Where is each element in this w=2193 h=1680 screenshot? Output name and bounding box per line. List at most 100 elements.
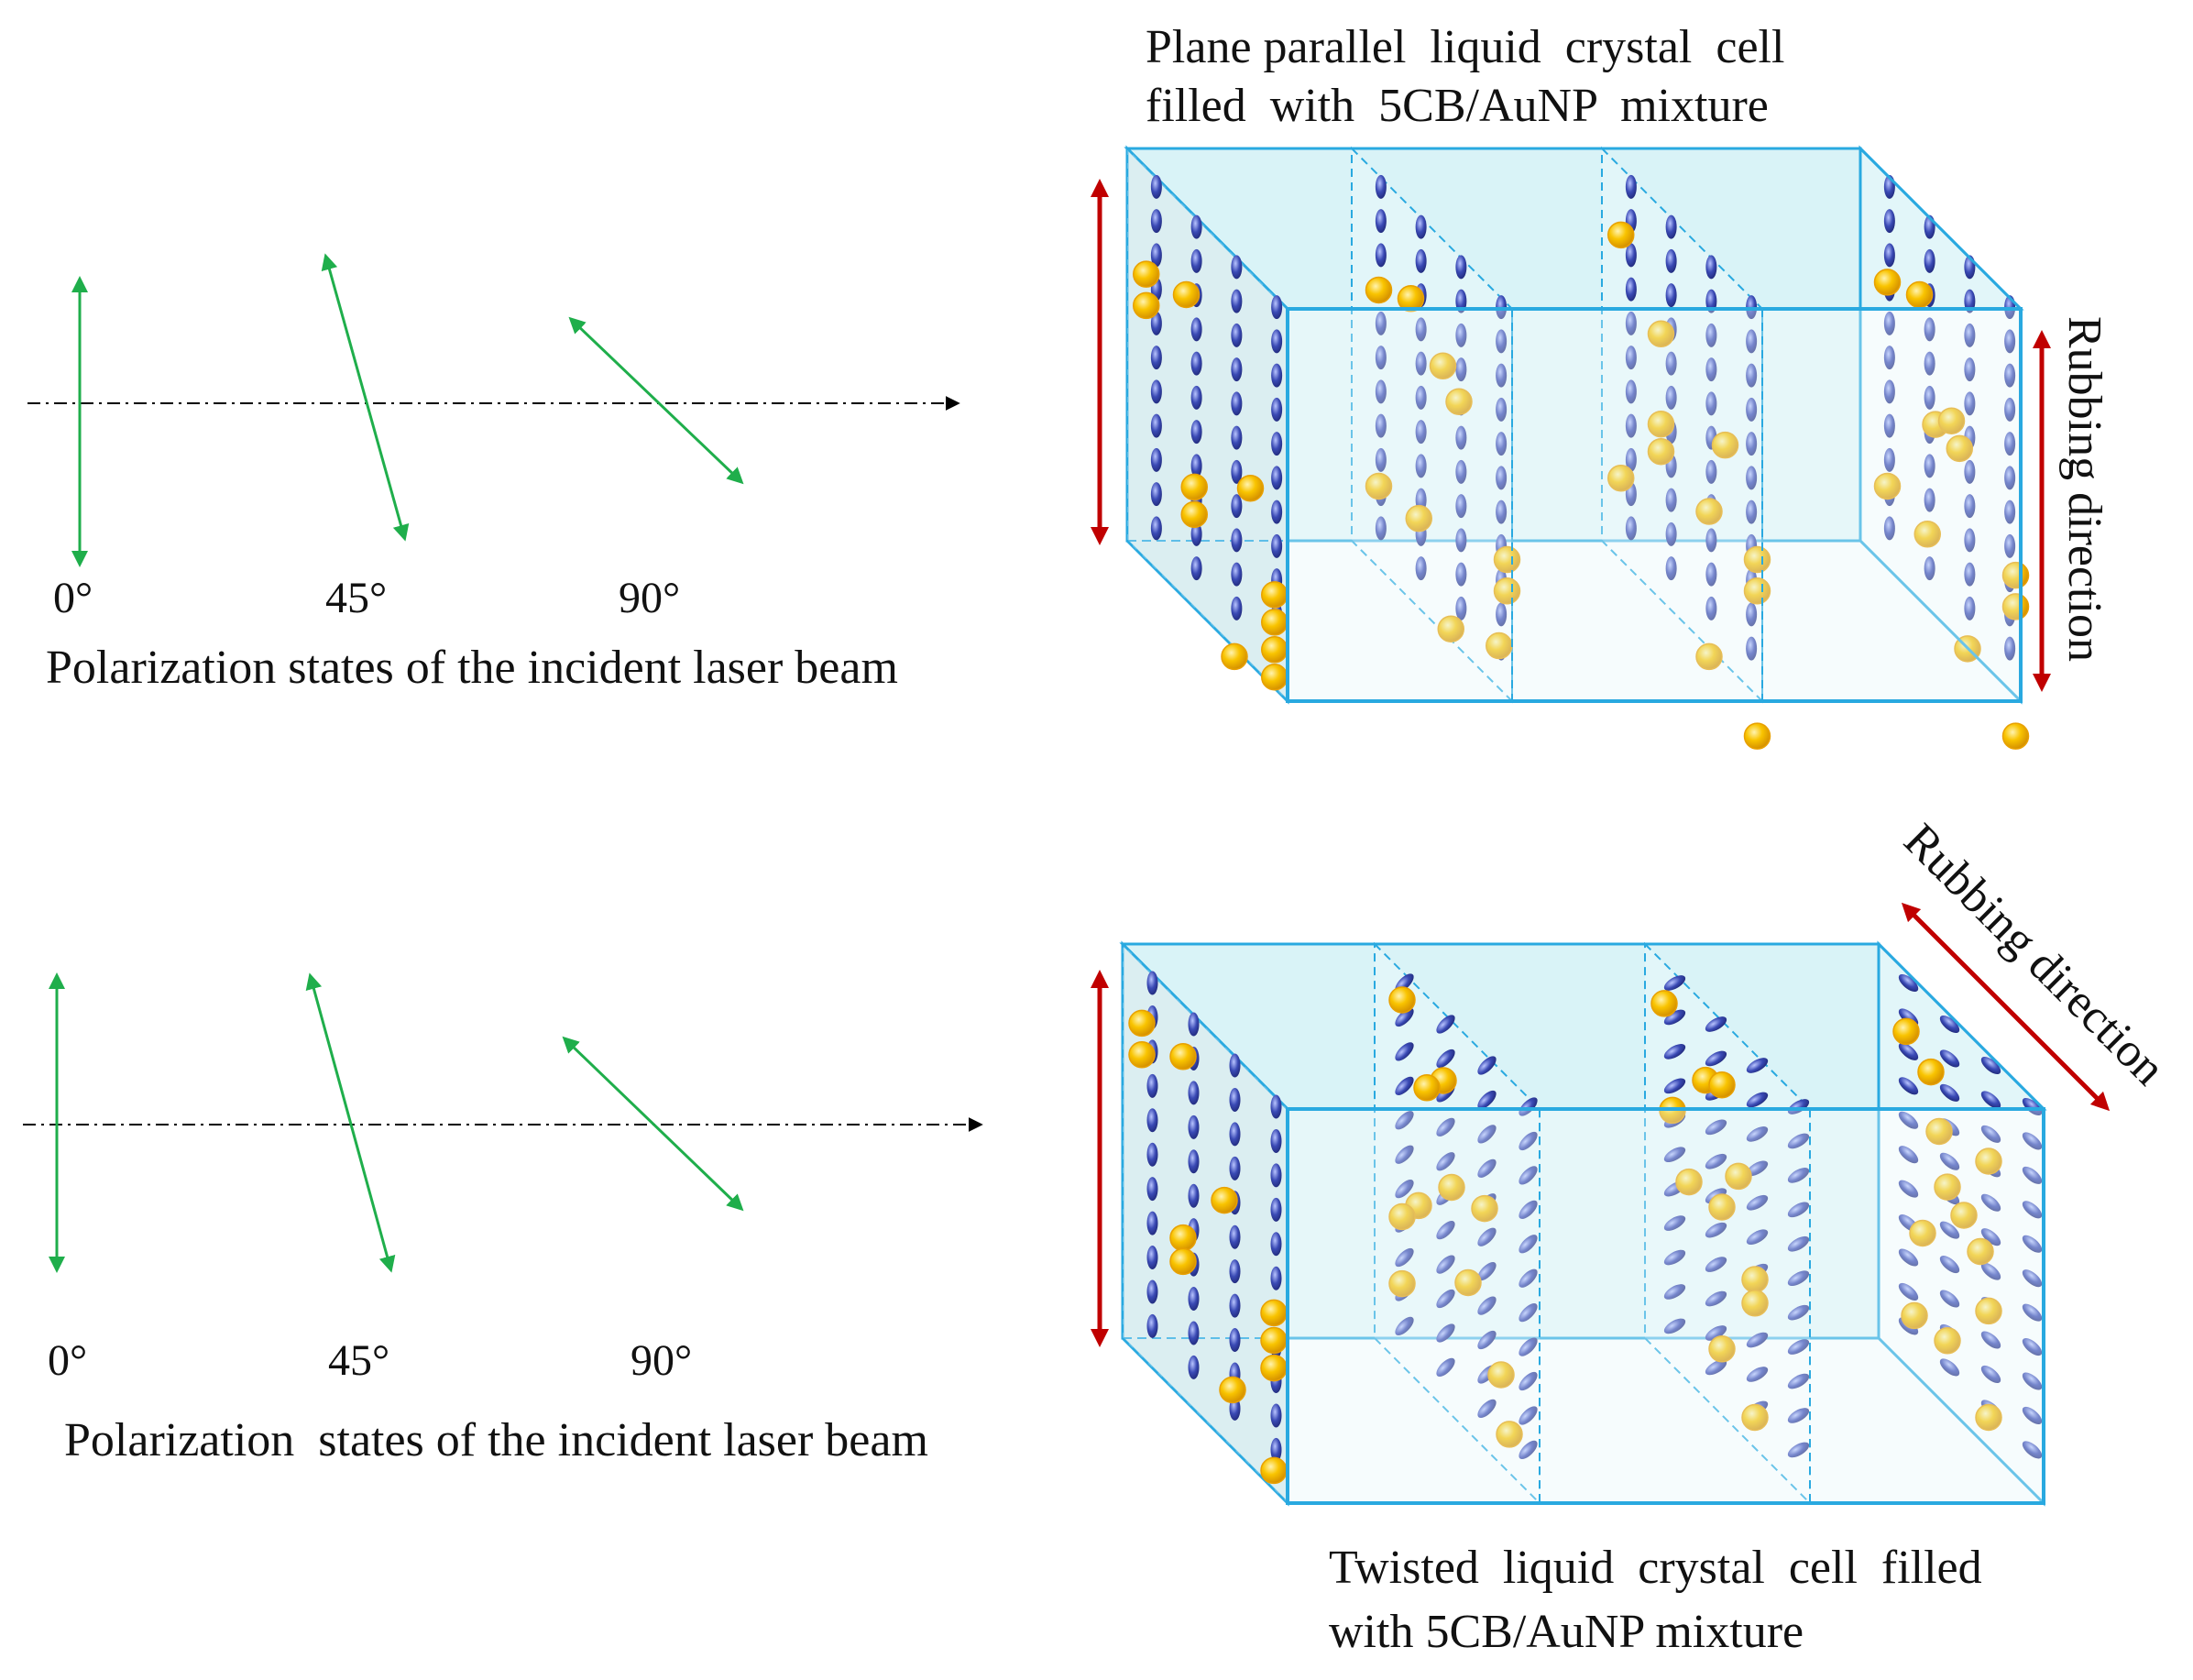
gold-nanoparticle-icon (1901, 1301, 1928, 1330)
lc-molecule-icon (1455, 562, 1467, 587)
gold-nanoparticle-icon (1650, 990, 1678, 1017)
lc-molecule-icon (1190, 556, 1202, 581)
lc-molecule-icon (1705, 1016, 1727, 1032)
lc-molecule-icon (1665, 522, 1677, 546)
lc-molecule-icon (1395, 1316, 1414, 1336)
lc-molecule-icon (1625, 243, 1637, 268)
lc-molecule-icon (1924, 385, 1935, 410)
gold-nanoparticle-icon (2001, 722, 2030, 750)
lc-molecule-icon (1939, 1221, 1960, 1239)
lc-molecule-icon (1271, 500, 1283, 524)
lc-molecule-icon (1231, 323, 1243, 347)
lc-molecule-icon (1519, 1166, 1538, 1185)
lc-molecule-icon (1883, 516, 1895, 541)
lc-molecule-icon (1787, 1235, 1810, 1252)
lc-molecule-icon (1190, 248, 1202, 273)
angle-label-45-b: 45° (328, 1336, 389, 1385)
lc-molecule-icon (2022, 1235, 2043, 1253)
lc-molecule-icon (1787, 1373, 1810, 1389)
lc-molecule-icon (1519, 1337, 1538, 1356)
lc-molecule-icon (1883, 413, 1895, 438)
lc-molecule-icon (1663, 975, 1686, 991)
gold-nanoparticle-icon (1172, 280, 1201, 309)
lc-molecule-icon (1229, 1224, 1241, 1249)
lc-molecule-icon (1231, 528, 1243, 553)
lc-molecule-icon (1883, 209, 1895, 234)
lc-molecule-icon (1964, 459, 1976, 484)
lc-molecule-icon (2004, 432, 2016, 456)
lc-molecule-icon (1188, 1081, 1200, 1105)
gold-nanoparticle-icon (1388, 1269, 1416, 1298)
lc-molecule-icon (1663, 1215, 1686, 1231)
lc-molecule-icon (1924, 556, 1935, 581)
lc-molecule-icon (1898, 1180, 1919, 1198)
lc-molecule-icon (1150, 209, 1162, 234)
lc-molecule-icon (1229, 1053, 1241, 1078)
lc-molecule-icon (1746, 1194, 1769, 1211)
rubbing-arrow-diagonal (1901, 902, 2111, 1112)
lc-molecule-icon (1883, 447, 1895, 472)
lc-molecule-icon (1190, 317, 1202, 342)
lc-molecule-icon (1705, 459, 1717, 484)
lc-molecule-icon (1787, 1408, 1810, 1423)
gold-nanoparticle-icon (1261, 664, 1288, 691)
lc-molecule-icon (1229, 1087, 1241, 1112)
lc-molecule-icon (1395, 1076, 1414, 1095)
lc-molecule-icon (1883, 311, 1895, 335)
lc-molecule-icon (1229, 1122, 1241, 1147)
gold-nanoparticle-icon (1128, 1009, 1156, 1038)
lc-molecule-icon (1964, 323, 1976, 347)
lc-molecule-icon (1229, 1293, 1241, 1318)
gold-nanoparticle-icon (1261, 581, 1288, 609)
lc-molecule-icon (1270, 1403, 1282, 1428)
lc-molecule-icon (1924, 351, 1935, 376)
lc-molecule-icon (1496, 329, 1508, 354)
lc-molecule-icon (1519, 1406, 1538, 1425)
gold-nanoparticle-icon (1934, 1327, 1961, 1355)
lc-molecule-icon (1229, 1156, 1241, 1180)
gold-nanoparticle-icon (1873, 269, 1902, 296)
lc-molecule-icon (1375, 413, 1387, 438)
lc-molecule-icon (1746, 500, 1758, 524)
lc-molecule-icon (1898, 1282, 1919, 1301)
lc-molecule-icon (1375, 311, 1387, 335)
lc-molecule-icon (1787, 1339, 1810, 1355)
lc-molecule-icon (1455, 596, 1467, 620)
lc-molecule-icon (1883, 243, 1895, 268)
lc-molecule-icon (2004, 363, 2016, 388)
lc-molecule-icon (1477, 1090, 1497, 1110)
angle-label-45: 45° (325, 574, 387, 622)
angle-label-0-b: 0° (48, 1336, 87, 1385)
lc-molecule-icon (1663, 1147, 1686, 1163)
lc-molecule-icon (1787, 1202, 1810, 1218)
twisted-cell: Rubbing direction Twisted liquid crystal… (1091, 814, 2175, 1658)
cell-title-line2: filled with 5CB/AuNP mixture (1146, 80, 1769, 132)
polarization-arrow-90deg-b (562, 1036, 744, 1212)
slice-plane (1122, 941, 1288, 1506)
lc-molecule-icon (1980, 1262, 2001, 1280)
lc-molecule-icon (1519, 1268, 1538, 1288)
lc-molecule-icon (1746, 636, 1758, 661)
angle-label-90-b: 90° (630, 1336, 692, 1385)
lc-molecule-icon (1436, 1221, 1455, 1240)
lc-molecule-icon (1190, 522, 1202, 546)
gold-nanoparticle-icon (1261, 636, 1288, 664)
lc-molecule-icon (1477, 1262, 1497, 1281)
lc-molecule-icon (1375, 209, 1387, 234)
lc-molecule-icon (1395, 1145, 1414, 1164)
gold-nanoparticle-icon (1211, 1186, 1238, 1214)
lc-molecule-icon (1231, 596, 1243, 620)
polarization-caption-b: Polarization states of the incident lase… (64, 1414, 928, 1466)
lc-molecule-icon (1924, 317, 1935, 342)
gold-nanoparticle-icon (1445, 388, 1473, 415)
lc-molecule-icon (1939, 1152, 1960, 1170)
gold-nanoparticle-icon (1219, 1376, 1246, 1404)
lc-molecule-icon (1270, 1437, 1282, 1462)
gold-nanoparticle-icon (1708, 1071, 1736, 1099)
gold-nanoparticle-icon (1607, 464, 1635, 492)
lc-molecule-icon (1519, 1235, 1538, 1254)
gold-nanoparticle-icon (1180, 500, 1208, 529)
lc-molecule-icon (1415, 351, 1427, 376)
lc-molecule-icon (1375, 243, 1387, 268)
lc-molecule-icon (1375, 379, 1387, 404)
